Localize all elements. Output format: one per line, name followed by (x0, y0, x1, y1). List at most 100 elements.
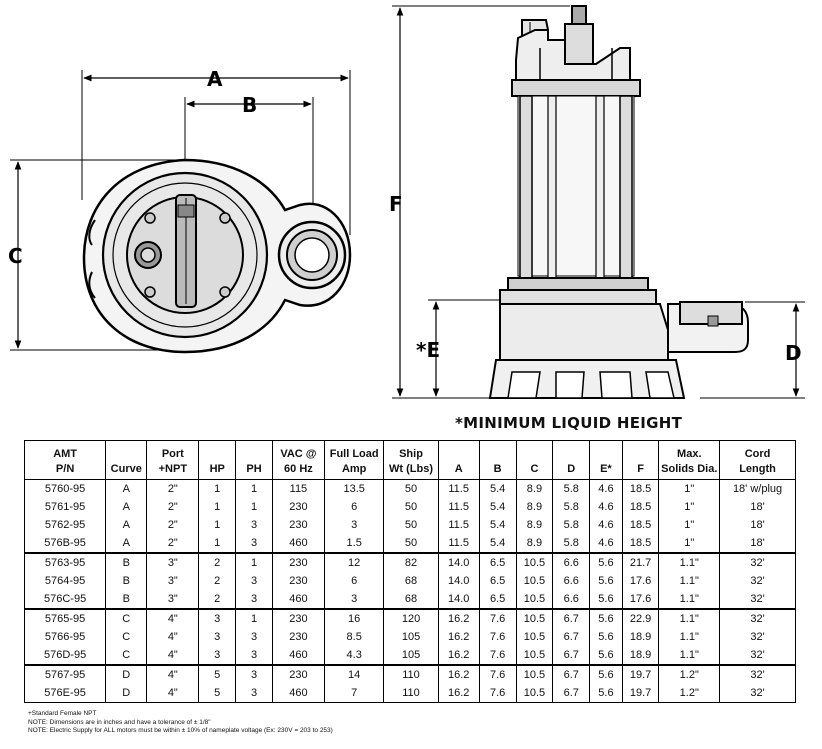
table-cell: 5 (198, 684, 237, 703)
table-cell: 1.1" (658, 609, 721, 628)
table-cell: 10.5 (515, 572, 554, 590)
table-cell: 2" (146, 498, 200, 516)
table-cell: 14.0 (437, 572, 480, 590)
column-header-line2: Curve (110, 463, 142, 475)
table-cell: 4.6 (589, 534, 623, 554)
table-cell: 3 (323, 590, 385, 610)
table-cell: 10.5 (515, 628, 554, 646)
table-cell: 16.2 (437, 609, 480, 628)
table-cell: 11.5 (437, 534, 480, 554)
table-cell: 2 (198, 553, 237, 572)
footnotes: +Standard Female NPT NOTE: Dimensions ar… (28, 710, 333, 736)
table-cell: 10.5 (515, 665, 554, 684)
table-cell: B (105, 553, 148, 572)
table-cell: 32' (719, 553, 796, 572)
table-cell: 18' w/plug (719, 479, 796, 498)
table-cell: 110 (383, 665, 439, 684)
column-header-line2: Length (739, 463, 776, 475)
table-cell: 5.6 (589, 646, 623, 666)
table-cell: B (105, 590, 148, 610)
table-cell: 8.9 (515, 479, 554, 498)
table-cell: 18.5 (621, 479, 660, 498)
table-cell: 11.5 (437, 516, 480, 534)
table-cell: 5767-95 (23, 665, 107, 684)
table-cell: 576C-95 (23, 590, 107, 610)
table-cell: 19.7 (621, 684, 660, 703)
table-cell: 22.9 (621, 609, 660, 628)
table-cell: 1 (235, 479, 273, 498)
table-cell: 6.6 (552, 590, 591, 610)
table-cell: C (105, 628, 148, 646)
table-cell: 3" (146, 590, 200, 610)
table-cell: 1 (198, 516, 237, 534)
column-header-line2: 60 Hz (284, 463, 313, 475)
table-cell: 1" (658, 498, 721, 516)
table-cell: 11.5 (437, 498, 480, 516)
table-cell: 18.9 (621, 628, 660, 646)
table-cell: 68 (383, 590, 439, 610)
table-cell: 10.5 (515, 553, 554, 572)
table-cell: 1 (198, 498, 237, 516)
table-cell: 3 (198, 646, 237, 666)
table-cell: 460 (271, 684, 325, 703)
table-cell: 18.9 (621, 646, 660, 666)
table-cell: 6.5 (478, 590, 517, 610)
table-cell: 10.5 (515, 609, 554, 628)
table-cell: 7.6 (478, 609, 517, 628)
table-cell: 230 (271, 498, 325, 516)
table-cell: 5.8 (552, 516, 591, 534)
table-cell: 13.5 (323, 479, 385, 498)
dim-label-b: B (242, 93, 257, 117)
table-cell: 576D-95 (23, 646, 107, 666)
table-cell: 1.1" (658, 572, 721, 590)
table-cell: 5.6 (589, 553, 623, 572)
table-cell: 5.6 (589, 628, 623, 646)
table-cell: 6 (323, 572, 385, 590)
column-header-line2: Wt (Lbs) (389, 463, 434, 475)
table-cell: 3 (235, 684, 273, 703)
table-cell: 1.2" (658, 684, 721, 703)
footnote-tolerance: NOTE: Dimensions are in inches and have … (28, 718, 211, 726)
table-cell: 7.6 (478, 665, 517, 684)
table-cell: 17.6 (621, 572, 660, 590)
table-cell: 6.7 (552, 665, 591, 684)
table-cell: 3 (198, 628, 237, 646)
table-cell: 2" (146, 516, 200, 534)
table-cell: 5.6 (589, 609, 623, 628)
table-cell: 8.9 (515, 534, 554, 554)
table-cell: 18' (719, 534, 796, 554)
table-cell: 230 (271, 553, 325, 572)
table-cell: 50 (383, 498, 439, 516)
table-cell: 6.5 (478, 572, 517, 590)
table-cell: 230 (271, 516, 325, 534)
column-header-line2: Amp (341, 463, 367, 475)
table-cell: 3 (235, 572, 273, 590)
table-cell: 5766-95 (23, 628, 107, 646)
table-cell: 18.5 (621, 516, 660, 534)
column-header-line2: B (493, 463, 502, 475)
column-header: A (437, 440, 480, 480)
table-cell: 7.6 (478, 628, 517, 646)
column-header-line1: Full Load (329, 448, 379, 460)
table-cell: 230 (271, 609, 325, 628)
column-header: PH (235, 440, 273, 480)
top-view (10, 70, 352, 354)
minimum-liquid-height-caption: *MINIMUM LIQUID HEIGHT (455, 414, 683, 432)
table-cell: B (105, 572, 148, 590)
table-cell: 460 (271, 534, 325, 554)
table-cell: 110 (383, 684, 439, 703)
table-cell: 1.1" (658, 646, 721, 666)
table-cell: 7.6 (478, 646, 517, 666)
table-cell: 5.6 (589, 590, 623, 610)
table-cell: 1" (658, 479, 721, 498)
column-header-line2: PH (246, 463, 262, 475)
table-cell: 5.4 (478, 516, 517, 534)
table-cell: 2 (198, 590, 237, 610)
